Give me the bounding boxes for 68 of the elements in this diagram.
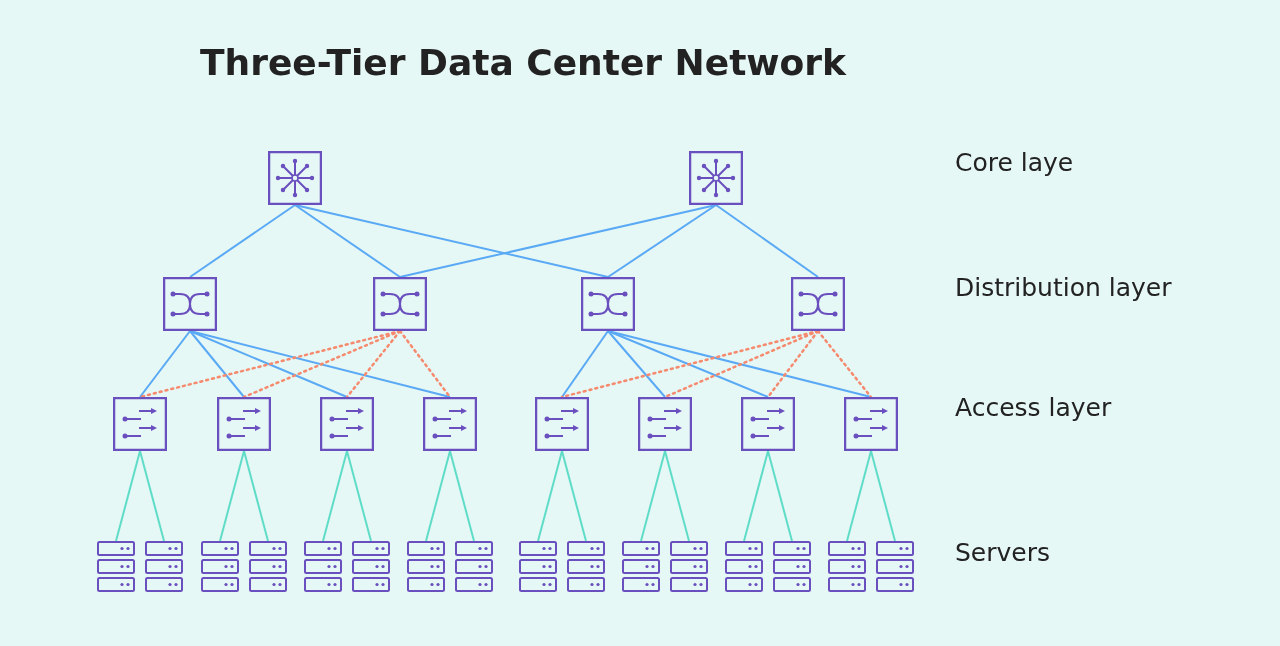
link-line	[449, 450, 475, 542]
server-stack-icon	[407, 541, 445, 593]
core-switch-icon	[268, 151, 322, 205]
server-stack-icon	[455, 541, 493, 593]
link-line	[346, 450, 372, 542]
link-line	[664, 450, 690, 542]
link-line	[537, 450, 563, 542]
access-switch-icon	[844, 397, 898, 451]
link-line	[115, 450, 141, 542]
distribution-switch-icon	[373, 277, 427, 331]
link-line	[219, 450, 245, 542]
server-stack-icon	[725, 541, 763, 593]
link-line	[139, 450, 165, 542]
link-line	[189, 330, 451, 398]
access-switch-icon	[320, 397, 374, 451]
link-line	[846, 450, 872, 542]
server-stack-icon	[670, 541, 708, 593]
access-switch-icon	[217, 397, 271, 451]
server-stack-icon	[145, 541, 183, 593]
core-switch-icon	[689, 151, 743, 205]
layer-label: Distribution layer	[955, 273, 1172, 302]
link-line	[767, 450, 793, 542]
link-line	[294, 204, 401, 278]
access-switch-icon	[535, 397, 589, 451]
diagram-title: Three-Tier Data Center Network	[200, 42, 847, 83]
link-line	[607, 330, 769, 398]
server-stack-icon	[97, 541, 135, 593]
link-line	[743, 450, 769, 542]
server-stack-icon	[304, 541, 342, 593]
link-line	[189, 330, 245, 398]
server-stack-icon	[249, 541, 287, 593]
dotted-link-line	[345, 329, 402, 399]
link-line	[607, 330, 872, 398]
access-switch-icon	[741, 397, 795, 451]
link-line	[640, 450, 666, 542]
link-line	[715, 204, 819, 278]
access-switch-icon	[638, 397, 692, 451]
server-stack-icon	[352, 541, 390, 593]
server-stack-icon	[622, 541, 660, 593]
server-stack-icon	[828, 541, 866, 593]
server-stack-icon	[876, 541, 914, 593]
layer-label: Servers	[955, 538, 1050, 567]
link-line	[294, 204, 609, 278]
link-line	[607, 204, 717, 278]
server-stack-icon	[567, 541, 605, 593]
link-line	[189, 204, 296, 278]
access-switch-icon	[113, 397, 167, 451]
dotted-link-line	[816, 329, 873, 399]
server-stack-icon	[201, 541, 239, 593]
dotted-link-line	[766, 329, 820, 399]
layer-label: Core laye	[955, 148, 1074, 177]
dotted-link-line	[398, 329, 452, 399]
distribution-switch-icon	[581, 277, 635, 331]
distribution-switch-icon	[791, 277, 845, 331]
link-line	[870, 450, 896, 542]
link-line	[139, 330, 191, 398]
layer-label: Access layer	[955, 393, 1112, 422]
link-line	[607, 330, 666, 398]
link-line	[425, 450, 451, 542]
access-switch-icon	[423, 397, 477, 451]
distribution-switch-icon	[163, 277, 217, 331]
server-stack-icon	[519, 541, 557, 593]
link-line	[322, 450, 348, 542]
link-line	[243, 450, 269, 542]
link-line	[561, 330, 609, 398]
link-line	[189, 330, 348, 398]
server-stack-icon	[773, 541, 811, 593]
link-line	[561, 450, 587, 542]
